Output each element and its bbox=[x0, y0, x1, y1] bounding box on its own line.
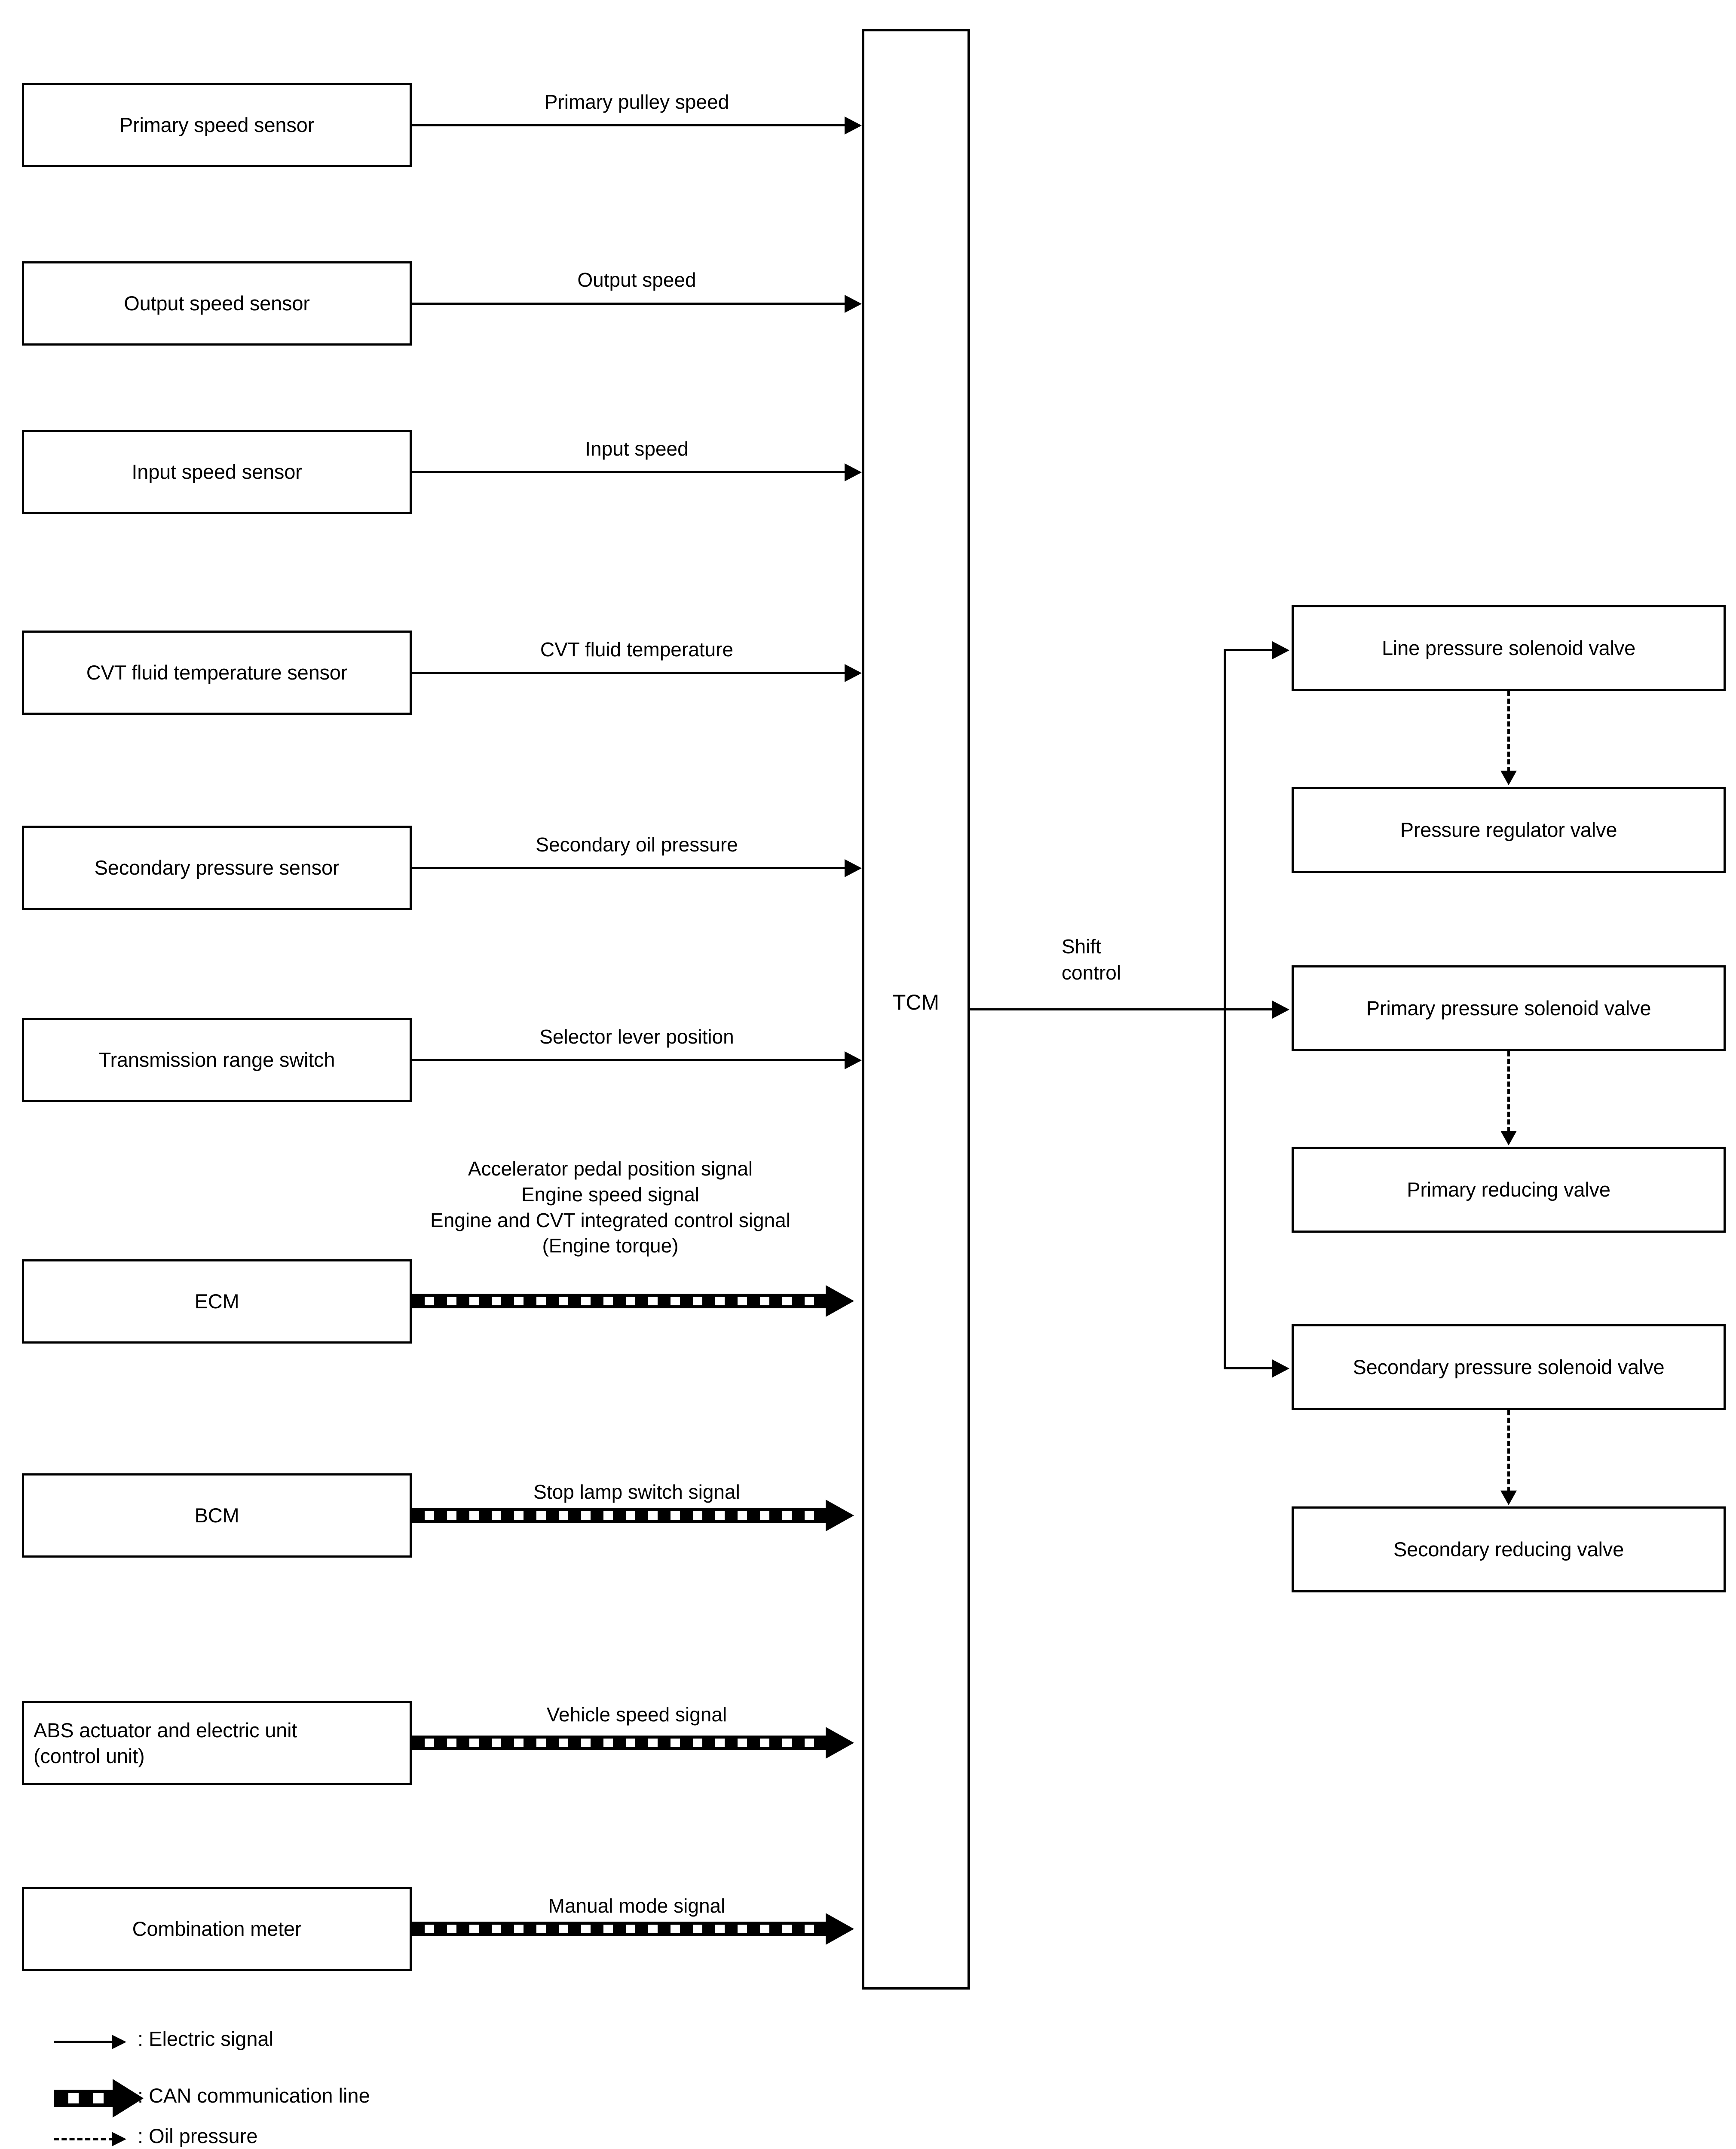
block-label: Primary pressure solenoid valve bbox=[1366, 996, 1651, 1019]
block-input-speed-sensor: Input speed sensor bbox=[22, 430, 412, 514]
can-arrowhead-bcm bbox=[826, 1500, 854, 1531]
block-label: Secondary pressure solenoid valve bbox=[1353, 1355, 1665, 1378]
signal-label-vehicle-speed: Vehicle speed signal bbox=[546, 1703, 727, 1726]
arrow-line-selector-lever-position bbox=[412, 1059, 845, 1061]
signal-label-primary-pulley-speed: Primary pulley speed bbox=[544, 91, 729, 113]
block-label: Input speed sensor bbox=[132, 460, 302, 483]
tcm-label: TCM bbox=[892, 990, 940, 1014]
oil-arrowhead-primary-reducing bbox=[1500, 1131, 1517, 1145]
signal-label-ecm-signals: Accelerator pedal position signal Engine… bbox=[430, 1157, 790, 1257]
can-line-bcm bbox=[412, 1508, 826, 1523]
trunk-line-shift-control bbox=[970, 1008, 1226, 1010]
legend-dashed-arrow-icon-line bbox=[54, 2138, 114, 2140]
can-line-abs bbox=[412, 1736, 826, 1750]
block-label: Line pressure solenoid valve bbox=[1381, 636, 1636, 659]
arrowhead-input-speed bbox=[845, 463, 862, 481]
block-label: CVT fluid temperature sensor bbox=[86, 661, 348, 684]
block-label: Primary speed sensor bbox=[119, 113, 315, 136]
block-combination-meter: Combination meter bbox=[22, 1887, 412, 1971]
block-abs-actuator-and-electric-unit: ABS actuator and electric unit (control … bbox=[22, 1701, 412, 1785]
block-line-pressure-solenoid-valve: Line pressure solenoid valve bbox=[1292, 605, 1726, 691]
can-arrowhead-combination-meter bbox=[826, 1913, 854, 1945]
arrowhead-output-speed bbox=[845, 295, 862, 313]
legend-dashed-arrow-icon bbox=[112, 2132, 126, 2146]
legend-label-oil-pressure: : Oil pressure bbox=[138, 2125, 258, 2147]
tcm-block bbox=[862, 29, 970, 1990]
block-pressure-regulator-valve: Pressure regulator valve bbox=[1292, 787, 1726, 873]
block-label: BCM bbox=[194, 1503, 239, 1527]
block-label: ABS actuator and electric unit (control … bbox=[34, 1719, 297, 1768]
legend-striped-arrow-icon bbox=[113, 2079, 144, 2118]
block-transmission-range-switch: Transmission range switch bbox=[22, 1018, 412, 1102]
can-arrowhead-ecm bbox=[826, 1285, 854, 1317]
block-label: ECM bbox=[194, 1289, 239, 1313]
oil-line-primary-to-reducing bbox=[1507, 1051, 1510, 1132]
shift-control-label: Shift control bbox=[1062, 935, 1121, 984]
arrow-line-primary-pulley-speed bbox=[412, 124, 845, 126]
block-cvt-fluid-temperature-sensor: CVT fluid temperature sensor bbox=[22, 631, 412, 715]
arrowhead-selector-lever-position bbox=[845, 1051, 862, 1069]
block-primary-reducing-valve: Primary reducing valve bbox=[1292, 1147, 1726, 1233]
arrowhead-secondary-pressure-solenoid bbox=[1272, 1359, 1289, 1378]
legend-solid-arrow-icon bbox=[112, 2035, 126, 2049]
oil-line-secondary-to-reducing bbox=[1507, 1410, 1510, 1492]
arrowhead-cvt-fluid-temperature bbox=[845, 664, 862, 682]
block-label: Output speed sensor bbox=[124, 291, 310, 315]
block-label: Primary reducing valve bbox=[1407, 1178, 1610, 1201]
can-line-ecm bbox=[412, 1294, 826, 1308]
block-primary-speed-sensor: Primary speed sensor bbox=[22, 83, 412, 167]
arrowhead-secondary-oil-pressure bbox=[845, 859, 862, 877]
oil-arrowhead-regulator bbox=[1500, 771, 1517, 785]
block-ecm: ECM bbox=[22, 1259, 412, 1344]
block-label: Combination meter bbox=[132, 1917, 302, 1940]
signal-label-manual-mode: Manual mode signal bbox=[548, 1895, 726, 1917]
signal-label-selector-lever-position: Selector lever position bbox=[539, 1026, 734, 1048]
branch-line-to-secondary-pressure-solenoid bbox=[1224, 1367, 1274, 1369]
arrowhead-line-pressure-solenoid bbox=[1272, 641, 1289, 659]
arrow-line-output-speed bbox=[412, 303, 845, 305]
block-output-speed-sensor: Output speed sensor bbox=[22, 261, 412, 346]
legend-label-electric-signal: : Electric signal bbox=[138, 2027, 274, 2050]
signal-label-secondary-oil-pressure: Secondary oil pressure bbox=[536, 833, 738, 856]
legend-solid-arrow-icon-line bbox=[54, 2041, 114, 2043]
block-secondary-pressure-solenoid-valve: Secondary pressure solenoid valve bbox=[1292, 1324, 1726, 1410]
block-secondary-reducing-valve: Secondary reducing valve bbox=[1292, 1506, 1726, 1592]
branch-line-to-line-pressure-solenoid bbox=[1224, 649, 1274, 651]
block-label: Secondary reducing valve bbox=[1393, 1537, 1624, 1561]
branch-line-to-primary-pressure-solenoid bbox=[1224, 1008, 1274, 1010]
block-bcm: BCM bbox=[22, 1473, 412, 1558]
legend-striped-arrow-icon-bar bbox=[54, 2090, 114, 2107]
signal-label-stop-lamp-switch: Stop lamp switch signal bbox=[533, 1481, 740, 1503]
oil-line-line-to-regulator bbox=[1507, 691, 1510, 772]
signal-label-output-speed: Output speed bbox=[577, 269, 696, 291]
arrowhead-primary-pulley-speed bbox=[845, 116, 862, 135]
arrow-line-input-speed bbox=[412, 471, 845, 473]
signal-label-input-speed: Input speed bbox=[585, 438, 689, 460]
block-label: Secondary pressure sensor bbox=[94, 856, 340, 879]
oil-arrowhead-secondary-reducing bbox=[1500, 1491, 1517, 1505]
block-secondary-pressure-sensor: Secondary pressure sensor bbox=[22, 826, 412, 910]
signal-label-cvt-fluid-temperature: CVT fluid temperature bbox=[540, 638, 734, 661]
can-line-combination-meter bbox=[412, 1922, 826, 1936]
can-arrowhead-abs bbox=[826, 1727, 854, 1759]
block-primary-pressure-solenoid-valve: Primary pressure solenoid valve bbox=[1292, 965, 1726, 1051]
block-label: Pressure regulator valve bbox=[1400, 818, 1617, 841]
arrow-line-cvt-fluid-temperature bbox=[412, 672, 845, 674]
block-label: Transmission range switch bbox=[98, 1048, 335, 1071]
arrow-line-secondary-oil-pressure bbox=[412, 867, 845, 869]
arrowhead-primary-pressure-solenoid bbox=[1272, 1001, 1289, 1019]
legend-label-can-communication-line: : CAN communication line bbox=[138, 2084, 370, 2107]
